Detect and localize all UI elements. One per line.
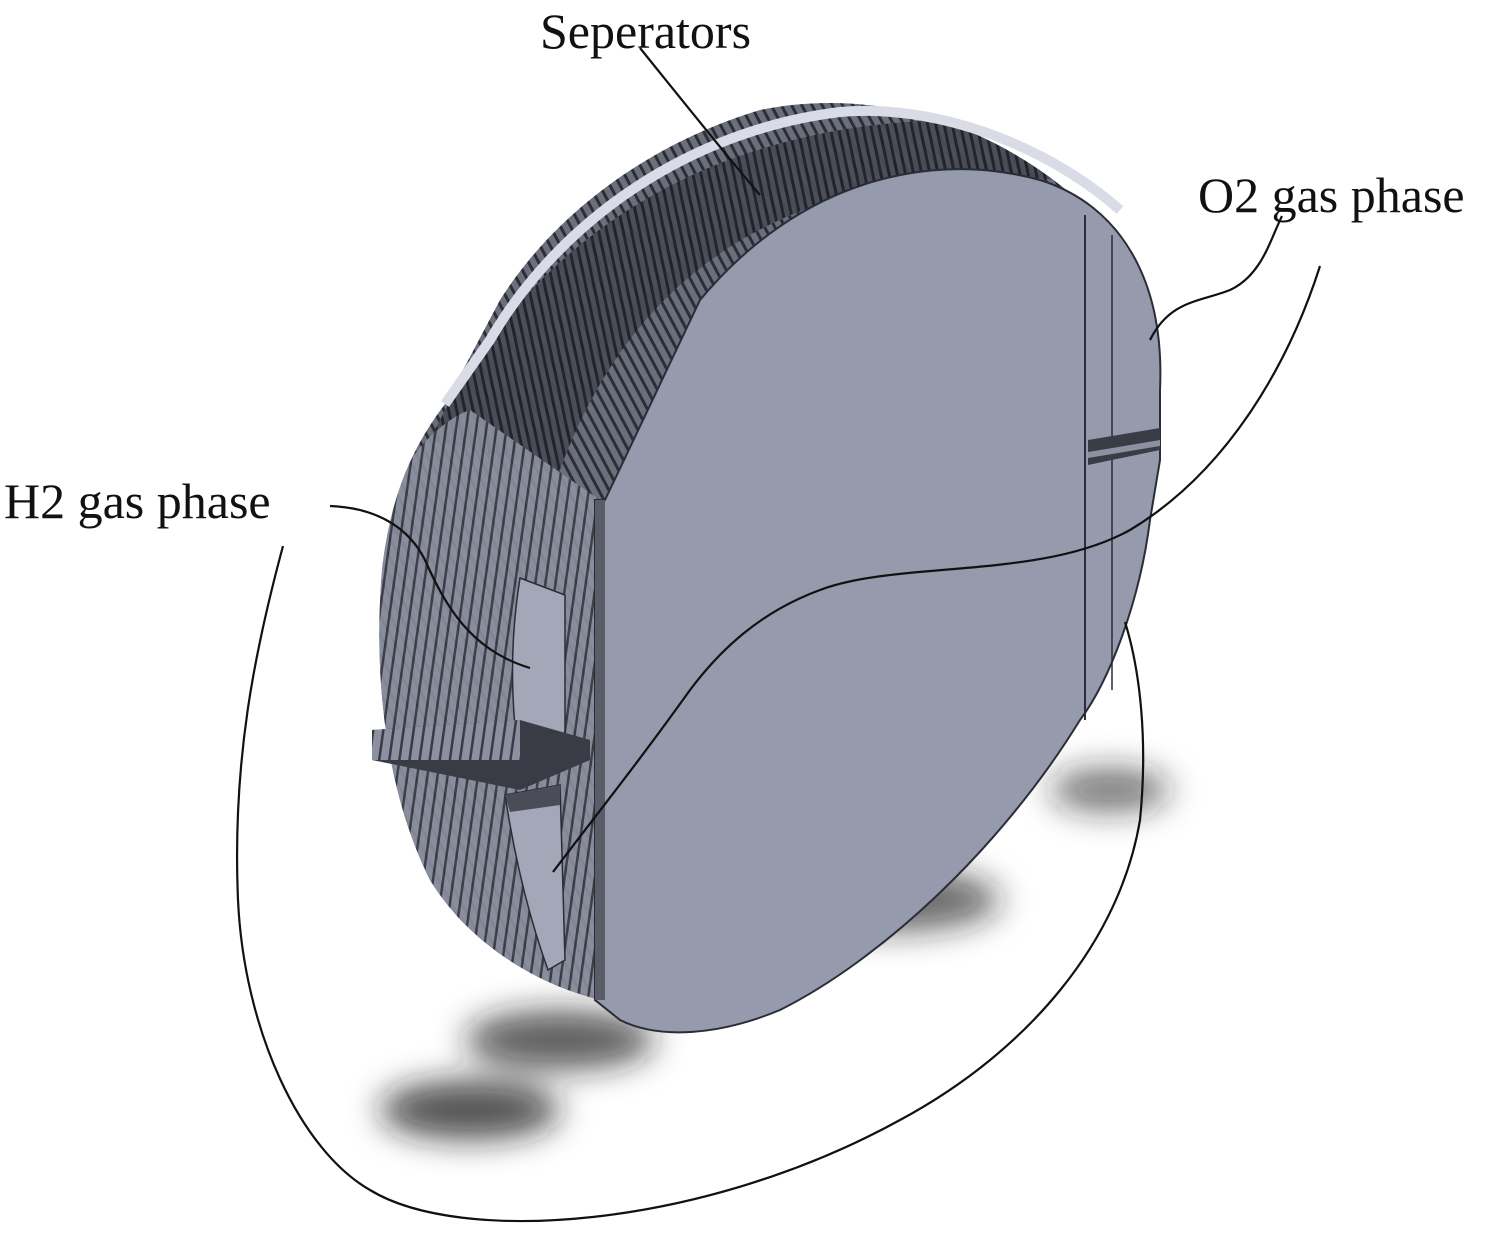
o2-leader-line-long	[552, 265, 1322, 873]
leader-lines	[235, 47, 1322, 1223]
o2-gas-phase-label: O2 gas phase	[1198, 167, 1465, 223]
h2-manifold-blocks	[372, 576, 590, 972]
separators-leader-line	[639, 47, 761, 196]
front-end-plate	[594, 168, 1162, 1034]
h2-leader-line-long	[235, 545, 1145, 1223]
h2-gas-phase-label: H2 gas phase	[4, 473, 271, 529]
h2-leader-line-short	[329, 504, 531, 670]
o2-leader-line-short	[1149, 215, 1283, 341]
separators-label: Seperators	[540, 3, 752, 59]
